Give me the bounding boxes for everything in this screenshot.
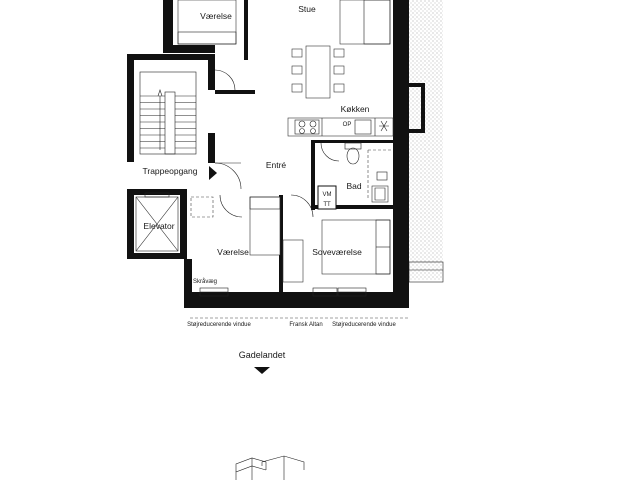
room-label-vaerelse-bottom: Værelse xyxy=(217,247,249,257)
label-op: OP xyxy=(343,122,352,128)
room-label-koekken: Køkken xyxy=(341,104,370,114)
label-tt: TT xyxy=(323,202,331,208)
terrace-hatch xyxy=(408,0,444,283)
entrance-arrow xyxy=(209,166,217,180)
living-furniture xyxy=(339,0,391,45)
room-label-elevator: Elevator xyxy=(143,221,174,231)
room-label-bad: Bad xyxy=(346,181,361,191)
room-label-vaerelse-top: Værelse xyxy=(200,11,232,21)
bottom-windows xyxy=(199,287,367,297)
annotation-fransk-altan: Fransk Altan xyxy=(289,322,322,328)
annotation-window-left: Støjreducerende vindue xyxy=(187,322,251,328)
staircase xyxy=(139,71,197,155)
dining-table xyxy=(291,45,345,99)
room-label-stue: Stue xyxy=(298,4,316,14)
bathroom-fixtures xyxy=(317,142,393,210)
bed-bottom-right xyxy=(321,219,391,275)
label-vm: VM xyxy=(323,192,332,198)
walls xyxy=(127,0,425,308)
bed-bottom-left xyxy=(190,196,304,283)
street-arrow xyxy=(254,367,270,374)
bed-top xyxy=(177,0,237,45)
street-label: Gadelandet xyxy=(239,350,286,360)
building-sketch xyxy=(235,455,305,480)
doors xyxy=(214,69,340,218)
kitchen-counter xyxy=(287,117,394,137)
annotation-window-right: Støjreducerende vindue xyxy=(332,322,396,328)
room-label-sovevaerelse: Soveværelse xyxy=(312,247,362,257)
label-skraavaeg: Skråvæg xyxy=(193,278,217,285)
room-label-entre: Entré xyxy=(266,160,287,170)
room-label-trappeopgang: Trappeopgang xyxy=(143,166,198,176)
elevator-shaft xyxy=(135,192,179,252)
